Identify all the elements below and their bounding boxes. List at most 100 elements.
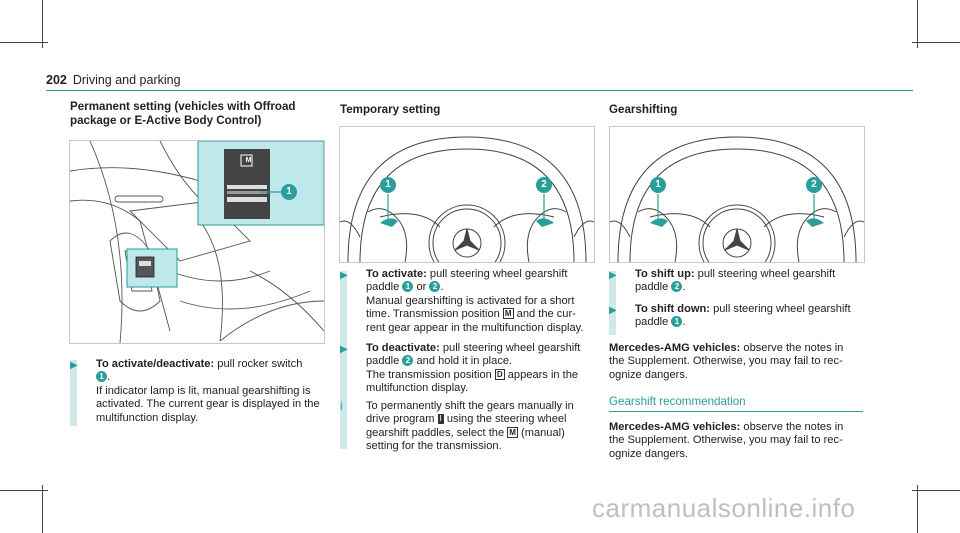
header-rule — [46, 90, 913, 91]
manual-symbol: M — [502, 308, 514, 320]
watermark: carmanualsonline.info — [592, 493, 856, 523]
info-icon: i — [340, 399, 343, 413]
step-text: If indicator lamp is lit, manual gearshi… — [96, 384, 311, 397]
note-text: To permanently shift the gears manually … — [366, 400, 574, 412]
mode-symbol: M — [245, 157, 252, 164]
drive-program-symbol: I — [437, 414, 444, 425]
callout-1: 1 — [380, 177, 396, 193]
crop-mark — [0, 490, 48, 491]
crop-mark — [917, 0, 918, 48]
step-text: The transmission position — [366, 368, 492, 381]
ref-1: 1 — [96, 371, 107, 383]
step-text: paddle — [366, 355, 400, 368]
step-text: multifunction display. — [96, 411, 199, 424]
gearshifting-heading: Gearshifting — [609, 103, 678, 116]
para-text: observe the notes in — [743, 342, 844, 354]
para-text: the Supplement. Otherwise, you may fail … — [609, 355, 843, 368]
step-arrow-icon: ▶ — [340, 270, 348, 281]
step-text: . — [440, 281, 444, 294]
step-text: paddle — [635, 316, 669, 329]
step-text: . — [682, 281, 686, 294]
crop-mark — [0, 42, 48, 43]
temporary-deactivate-step: ▶ To deactivate: pull steering wheel gea… — [340, 342, 605, 396]
ref-2: 2 — [429, 281, 441, 293]
shift-down-step: ▶ To shift down: pull steering wheel gea… — [609, 303, 874, 330]
drive-symbol: D — [494, 368, 505, 380]
step-text: pull steering wheel gearshift — [429, 268, 568, 280]
para-text: the Supplement. Otherwise, you may fail … — [609, 434, 843, 447]
step-label: To activate/deactivate: — [96, 358, 215, 370]
step-bar — [609, 271, 616, 335]
step-bar — [70, 360, 77, 426]
crop-mark — [42, 485, 43, 533]
step-arrow-icon: ▶ — [70, 360, 78, 371]
temporary-activate-step: ▶ To activate: pull steering wheel gears… — [340, 268, 605, 335]
note-text: setting for the transmission. — [366, 440, 502, 453]
shift-up-step: ▶ To shift up: pull steering wheel gears… — [609, 268, 874, 295]
permanent-setting-heading: Permanent setting (vehicles with Offroad… — [70, 100, 295, 128]
para-text: observe the notes in — [743, 421, 844, 433]
crop-mark — [917, 485, 918, 533]
step-arrow-icon: ▶ — [609, 305, 617, 316]
crop-mark — [42, 0, 43, 48]
note-text: drive program — [366, 413, 435, 426]
page-number: 202 — [46, 73, 67, 87]
step-text: activated. The current gear is displayed… — [96, 398, 320, 411]
callout-2: 2 — [806, 177, 822, 193]
temporary-setting-heading: Temporary setting — [340, 103, 441, 116]
amg-label: Mercedes-AMG vehicles: — [609, 421, 741, 433]
ref-1: 1 — [671, 316, 683, 328]
step-text: . — [682, 316, 686, 329]
page-header: 202 Driving and parking — [46, 73, 181, 87]
step-text: paddle — [366, 281, 400, 294]
step-text: pull rocker switch — [217, 358, 303, 370]
amg-label: Mercedes-AMG vehicles: — [609, 342, 741, 354]
heading-line: Permanent setting (vehicles with Offroad — [70, 100, 296, 113]
steering-wheel-illustration — [340, 136, 594, 262]
step-text: . — [107, 371, 111, 384]
step-text: rent gear appear in the multifunction di… — [366, 321, 584, 334]
section-title: Driving and parking — [72, 73, 181, 87]
ref-2: 2 — [402, 355, 414, 367]
activate-deactivate-step: ▶ To activate/deactivate: pull rocker sw… — [70, 358, 330, 425]
step-text: and hold it in place. — [416, 355, 513, 368]
para-text: ognize dangers. — [609, 368, 688, 381]
note-text: (manual) — [521, 426, 565, 439]
step-text: pull steering wheel gearshift — [442, 342, 581, 354]
step-text: and the cur- — [516, 308, 576, 321]
permanent-shift-note: i To permanently shift the gears manuall… — [340, 399, 608, 454]
para-text: ognize dangers. — [609, 447, 688, 460]
step-text: time. Transmission position — [366, 308, 500, 321]
step-label: To activate: — [366, 268, 427, 280]
callout-1: 1 — [281, 184, 297, 200]
amg-warning-2: Mercedes-AMG vehicles: observe the notes… — [609, 421, 879, 461]
crop-mark — [912, 490, 960, 491]
step-text: pull steering wheel gearshift — [697, 268, 836, 280]
step-text: or — [416, 281, 427, 294]
step-arrow-icon: ▶ — [609, 270, 617, 281]
manual-symbol: M — [507, 426, 518, 438]
note-text: using the steering wheel — [446, 413, 567, 426]
step-label: To shift up: — [635, 268, 695, 280]
step-text: pull steering wheel gearshift — [713, 303, 851, 315]
ref-2: 2 — [671, 281, 683, 293]
step-text: appears in the — [507, 368, 579, 381]
step-bar — [340, 271, 347, 449]
amg-warning: Mercedes-AMG vehicles: observe the notes… — [609, 342, 879, 382]
step-text: paddle — [635, 281, 669, 294]
center-console-illustration — [70, 141, 324, 343]
steering-wheel-figure-temporary: 1 2 — [339, 126, 595, 263]
heading-line: package or E-Active Body Control) — [70, 114, 262, 127]
crop-mark — [912, 42, 960, 43]
steering-wheel-illustration — [610, 136, 864, 262]
step-arrow-icon: ▶ — [340, 344, 348, 355]
callout-1: 1 — [650, 177, 666, 193]
ref-1: 1 — [402, 281, 414, 293]
gearshift-recommendation-heading: Gearshift recommendation — [609, 395, 746, 408]
callout-2: 2 — [536, 177, 552, 193]
step-text: Manual gearshifting is activated for a s… — [366, 294, 575, 307]
rocker-switch-figure: M 1 — [69, 140, 325, 344]
subheading-rule — [609, 411, 863, 412]
step-text: multifunction display. — [366, 382, 469, 395]
steering-wheel-figure-gearshifting: 1 2 — [609, 126, 865, 263]
